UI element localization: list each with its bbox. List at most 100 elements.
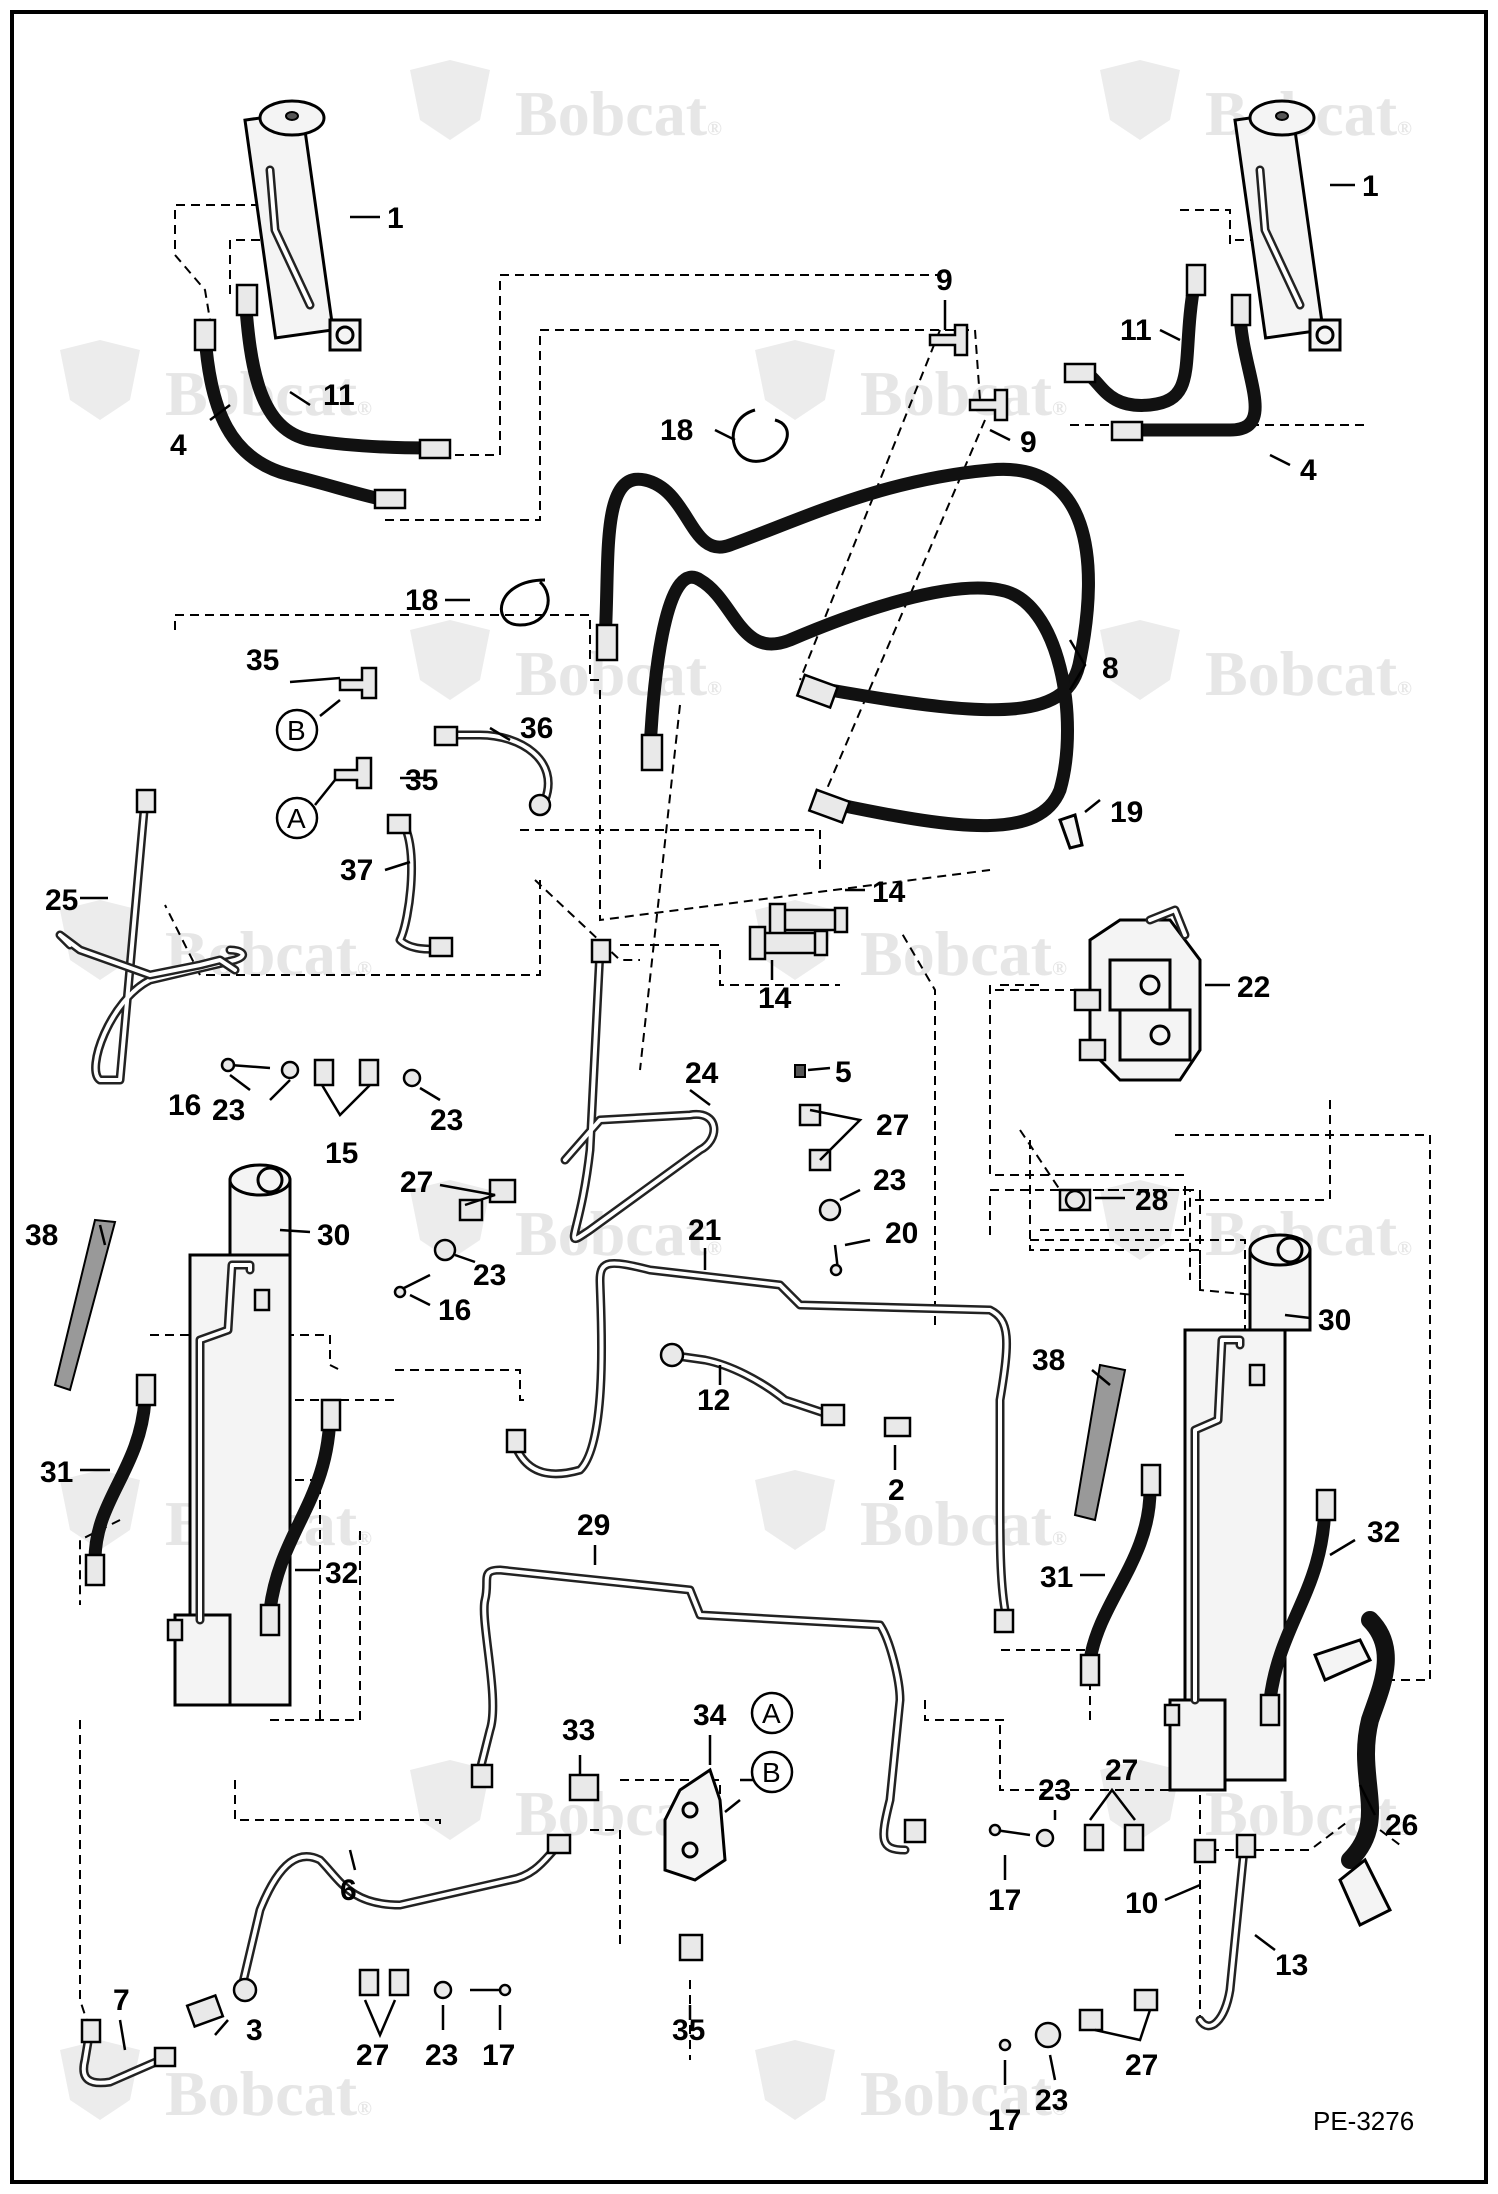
straps-18 (499, 408, 789, 627)
fittings-14 (748, 902, 849, 961)
callout-6: 6 (340, 1874, 357, 1907)
callout-1-left: 1 (387, 202, 404, 235)
watermark-text-5: Bobcat® (515, 638, 722, 709)
callout-9-top: 9 (936, 264, 953, 297)
callout-22: 22 (1237, 971, 1270, 1004)
callout-numbers: 1 1 11 4 11 4 9 9 18 18 8 35 36 35 37 19… (25, 170, 1418, 2137)
callout-33: 33 (562, 1714, 595, 1747)
callout-32-right: 32 (1367, 1516, 1400, 1549)
sleeves-38 (53, 1218, 1127, 1522)
callout-37: 37 (340, 854, 373, 887)
tube-21 (505, 1258, 1015, 1634)
watermark-1: Bobcat® (410, 60, 722, 149)
fitting-2 (883, 1416, 912, 1438)
callout-27-center: 27 (876, 1109, 909, 1142)
callout-9-lower: 9 (1020, 426, 1037, 459)
reference-circles: B A A B (275, 708, 794, 1794)
valve-34 (663, 1767, 727, 1882)
watermark-text-16: Bobcat® (860, 2058, 1067, 2129)
callout-23-bottom-right-lower: 23 (1035, 2084, 1068, 2117)
callout-34: 34 (693, 1699, 727, 1732)
callout-2: 2 (888, 1474, 905, 1507)
watermark-5: Bobcat® (410, 620, 722, 709)
watermark-7: Bobcat® (60, 900, 372, 989)
hoses-4-11-right (1063, 263, 1262, 442)
hardware-group-bottom-left (358, 1968, 512, 2000)
callout-26: 26 (1385, 1809, 1418, 1842)
callout-35-top: 35 (246, 644, 279, 677)
callout-1-right: 1 (1362, 170, 1379, 203)
callout-23-upper-right: 23 (430, 1104, 463, 1137)
callout-32-left: 32 (325, 1557, 358, 1590)
drawing-code: PE-3276 (1313, 2106, 1414, 2136)
fitting-28 (1058, 1188, 1092, 1212)
callout-35-mid: 35 (405, 764, 438, 797)
watermark-text-15: Bobcat® (165, 2058, 372, 2129)
callout-11-right: 11 (1120, 314, 1152, 347)
circle-label-a-lower: A (762, 1698, 781, 1729)
hoses-31-32-right (1079, 1463, 1337, 1727)
callout-23-bottom-left: 23 (425, 2039, 458, 2072)
callout-12: 12 (697, 1384, 730, 1417)
fitting-3 (185, 1993, 225, 2029)
watermark-text-1: Bobcat® (515, 78, 722, 149)
callout-13: 13 (1275, 1949, 1308, 1982)
callout-25: 25 (45, 884, 78, 917)
watermark-text-7: Bobcat® (165, 918, 372, 989)
callout-15: 15 (325, 1137, 358, 1170)
callout-35-bottom: 35 (672, 2014, 705, 2047)
watermark-16: Bobcat® (755, 2040, 1067, 2129)
callout-27-bottom-right-upper: 27 (1105, 1754, 1138, 1787)
callout-7: 7 (113, 1984, 130, 2017)
tilt-cylinder-right (1163, 1233, 1312, 1792)
watermark-text-4: Bobcat® (860, 358, 1067, 429)
callout-23-upper-left: 23 (212, 1094, 245, 1127)
lift-cylinder-left (243, 99, 362, 352)
callout-17-bottom-right-upper: 17 (988, 1884, 1021, 1917)
callout-30-right: 30 (1318, 1304, 1351, 1337)
watermark-4: Bobcat® (755, 340, 1067, 429)
callout-21: 21 (688, 1214, 721, 1247)
watermark-12: Bobcat® (755, 1470, 1067, 1559)
watermark-text-8: Bobcat® (860, 918, 1067, 989)
callout-38-right: 38 (1032, 1344, 1065, 1377)
callout-17-bottom-right-lower: 17 (988, 2104, 1021, 2137)
callout-16-upper: 16 (168, 1089, 201, 1122)
callout-31-right: 31 (1040, 1561, 1073, 1594)
callout-27-bottom-left: 27 (356, 2039, 389, 2072)
callout-23-bottom-right: 23 (1038, 1774, 1071, 1807)
tube-25 (55, 788, 248, 1085)
callout-23-center: 23 (873, 1164, 906, 1197)
hoses-8 (595, 462, 1095, 833)
hardware-group-bottom-right (988, 1823, 1217, 2052)
callout-28: 28 (1135, 1184, 1168, 1217)
lift-cylinder-right (1233, 99, 1342, 352)
callout-16-lower: 16 (438, 1294, 471, 1327)
watermark-group: Bobcat® Bobcat® Bobcat® Bobcat® Bobcat® … (60, 60, 1412, 2129)
hardware-group-upper-left (220, 1057, 422, 1088)
leader-lines (80, 183, 1377, 2085)
fitting-33 (568, 1773, 600, 1802)
control-valve-22 (1073, 905, 1202, 1082)
callout-4-right: 4 (1300, 454, 1317, 487)
diagram-frame (10, 10, 1488, 2184)
tube-6 (232, 1833, 572, 2003)
watermark-text-12: Bobcat® (860, 1488, 1067, 1559)
connection-lines (79, 204, 1431, 2060)
hardware-group-center (794, 1064, 843, 1277)
callout-20: 20 (885, 1217, 918, 1250)
callout-14-lower: 14 (758, 982, 792, 1015)
callout-11-left: 11 (323, 379, 355, 412)
callout-31-left: 31 (40, 1456, 73, 1489)
callout-27-bottom-right-lower: 27 (1125, 2049, 1158, 2082)
callout-29: 29 (577, 1509, 610, 1542)
callout-24: 24 (685, 1057, 719, 1090)
hoses-4-11-left (193, 283, 452, 510)
tube-29 (470, 1565, 927, 1855)
callout-19: 19 (1110, 796, 1143, 829)
callout-38-left: 38 (25, 1219, 58, 1252)
callout-8: 8 (1102, 652, 1119, 685)
callout-27-center-left: 27 (400, 1166, 433, 1199)
clamp-19 (1058, 813, 1084, 850)
fittings-35-top (333, 666, 378, 790)
